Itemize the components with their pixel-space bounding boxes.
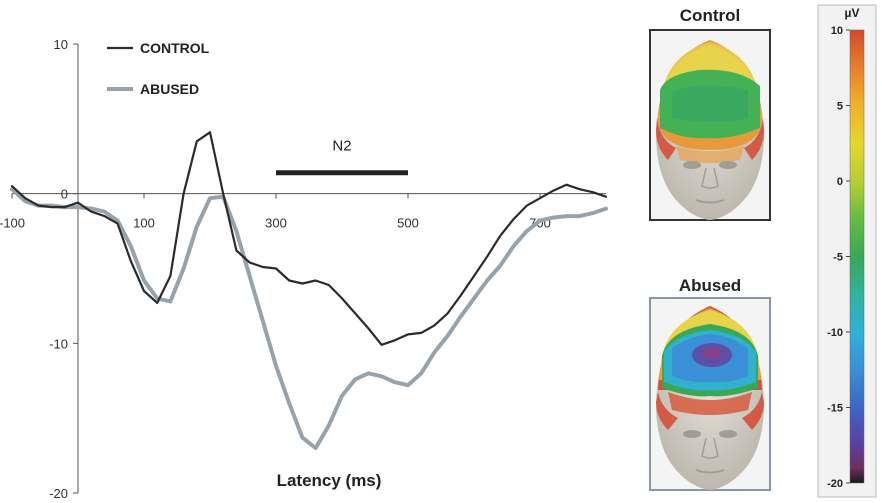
head-illustration-abused xyxy=(656,306,764,490)
colorbar-tick-label: 10 xyxy=(831,25,843,37)
legend: CONTROL ABUSED xyxy=(107,40,210,97)
colorbar-tick-label: -20 xyxy=(827,478,843,490)
series-lines xyxy=(10,131,608,451)
colorbar-tick-label: -10 xyxy=(827,327,843,339)
colorbar-gradient xyxy=(849,29,865,484)
x-tick-label: 300 xyxy=(265,216,287,231)
y-tick-label: -20 xyxy=(49,486,68,501)
n2-label: N2 xyxy=(332,138,351,155)
y-tick-label: 0 xyxy=(61,187,68,202)
topomap-title-control: Control xyxy=(680,6,740,25)
topomap-control: Control xyxy=(649,6,771,221)
n2-annotation: N2 xyxy=(276,138,408,176)
colorbar: µV 10 5 0 -5 -10 -15 -20 xyxy=(817,4,877,498)
legend-label-control: CONTROL xyxy=(140,40,210,56)
x-tick-label: 500 xyxy=(397,216,419,231)
y-tick-label: -10 xyxy=(49,336,68,351)
topomap-abused: Abused xyxy=(649,276,771,491)
topomap-title-abused: Abused xyxy=(679,276,741,295)
legend-label-abused: ABUSED xyxy=(140,81,199,97)
colorbar-ticks: 10 5 0 -5 -10 -15 -20 xyxy=(827,25,850,490)
series-line-control xyxy=(10,131,608,346)
colorbar-tick-label: 5 xyxy=(837,101,843,113)
plot-axes xyxy=(12,44,606,493)
x-axis-label: Latency (ms) xyxy=(277,471,382,490)
y-tick-label: 10 xyxy=(54,37,68,52)
colorbar-tick-label: -15 xyxy=(827,403,843,415)
x-tick-label: 100 xyxy=(133,216,155,231)
x-tick-label: -100 xyxy=(0,216,25,231)
colorbar-unit: µV xyxy=(845,6,860,20)
head-illustration-control xyxy=(656,40,764,220)
colorbar-tick-label: 0 xyxy=(837,176,843,188)
colorbar-frame xyxy=(817,4,877,498)
series-line-abused xyxy=(10,187,608,451)
colorbar-tick-label: -5 xyxy=(833,252,843,264)
